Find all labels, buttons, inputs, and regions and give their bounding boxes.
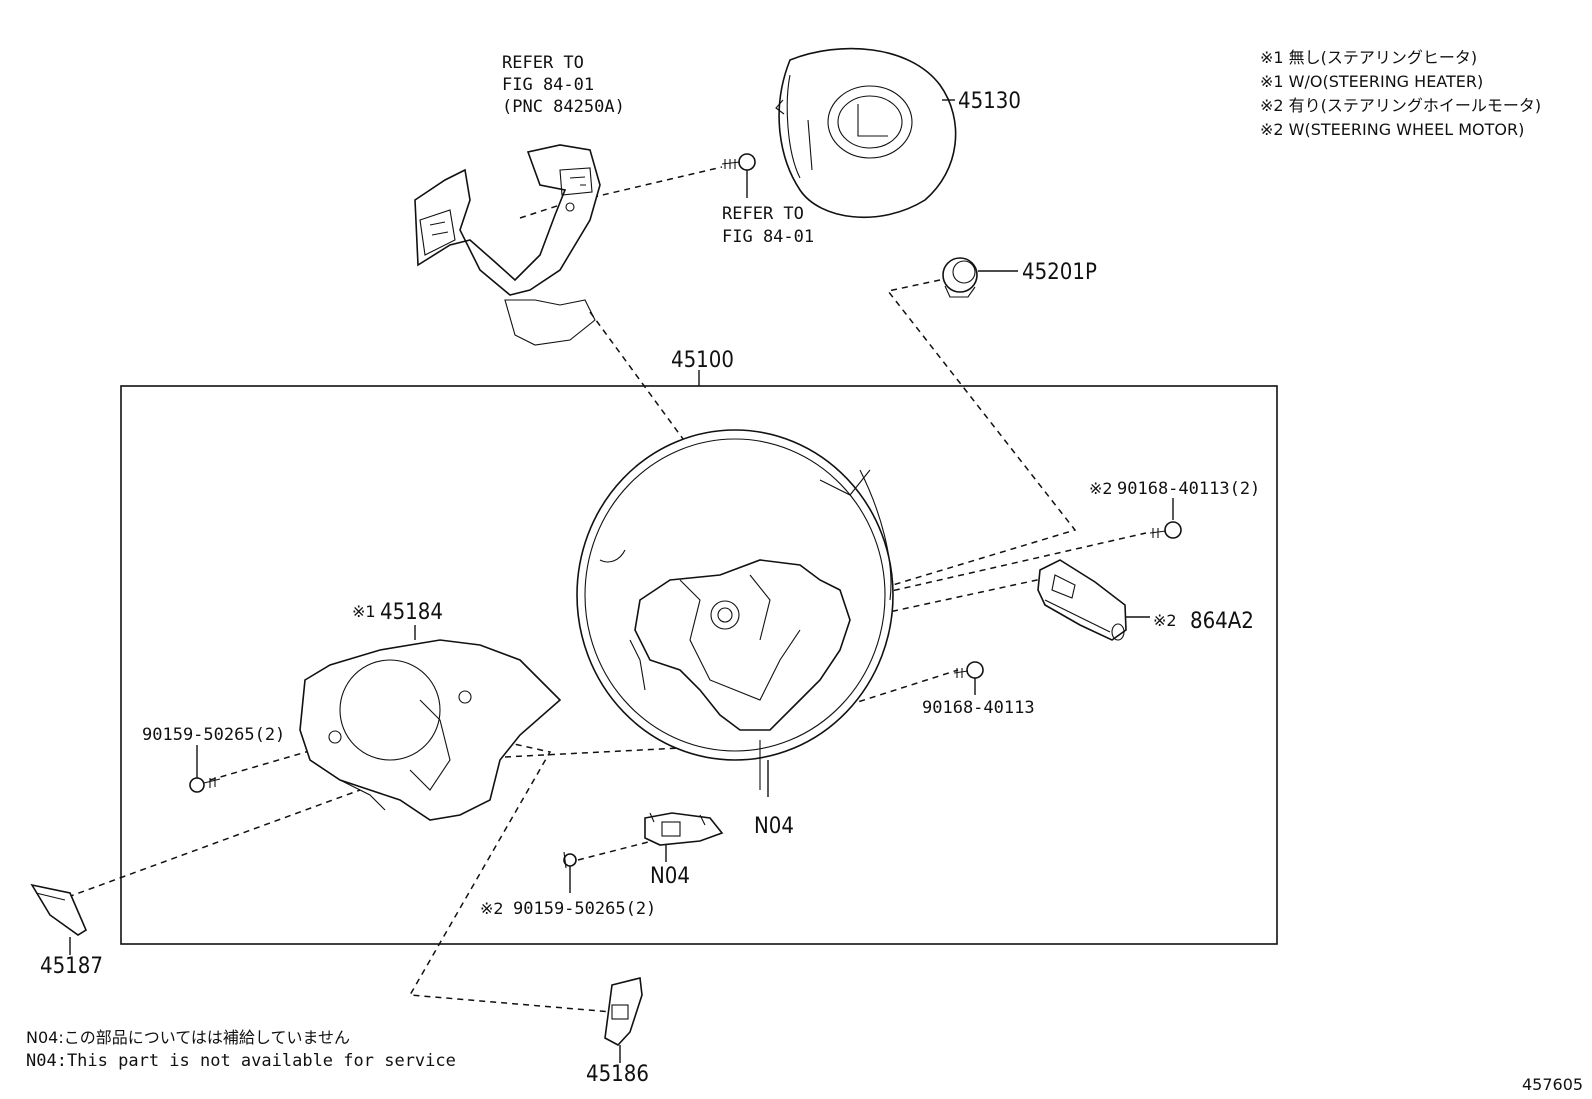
part-label-45130: 45130 xyxy=(958,89,1021,114)
connector-N04 xyxy=(644,812,724,846)
part-label-N04-connector: N04 xyxy=(650,864,690,889)
refer-switch-line-3: (PNC 84250A) xyxy=(502,97,625,117)
part-label-45187: 45187 xyxy=(40,954,103,979)
part-mark-864A2: ※2 xyxy=(1153,611,1177,630)
screw-90168 xyxy=(953,661,984,679)
refer-screw-line-1: REFER TO xyxy=(722,204,804,224)
note-en: N04:This part is not available for servi… xyxy=(26,1051,456,1071)
part-label-864A2: 864A2 xyxy=(1190,609,1254,634)
cover-45186 xyxy=(604,977,643,1046)
part-label-90159-2: 90159-50265(2) xyxy=(513,899,656,919)
part-label-45201P: 45201P xyxy=(1022,260,1097,285)
refer-screw-line-2: FIG 84-01 xyxy=(722,227,814,247)
part-mark-90168-2: ※2 xyxy=(1089,479,1113,498)
screw-90168-2 xyxy=(1149,521,1182,539)
part-label-45184: 45184 xyxy=(380,600,443,625)
part-label-90168: 90168-40113 xyxy=(922,698,1035,718)
screw-90159-bottom xyxy=(563,851,577,869)
part-label-45100: 45100 xyxy=(671,348,734,373)
part-label-45186: 45186 xyxy=(586,1062,649,1087)
rear-cover-45184 xyxy=(299,639,562,821)
screw-top xyxy=(721,153,756,198)
legend-line-3: ※2 有り(ステアリングホイールモータ) xyxy=(1260,96,1541,115)
part-mark-90159-2: ※2 xyxy=(480,899,504,918)
note-jp: N04:この部品についてはは補給していません xyxy=(26,1028,350,1047)
steering-wheel-N04 xyxy=(576,429,894,790)
motor-864A2 xyxy=(1037,559,1127,641)
part-label-90159: 90159-50265(2) xyxy=(142,725,285,745)
refer-switch-line-2: FIG 84-01 xyxy=(502,75,594,95)
airbag-pad-45130 xyxy=(775,47,957,218)
refer-switch-line-1: REFER TO xyxy=(502,53,584,73)
part-mark-45184: ※1 xyxy=(352,602,376,621)
switch-bezel-top xyxy=(414,144,601,346)
legend-line-1: ※1 無し(ステアリングヒータ) xyxy=(1260,48,1477,67)
clip-45201P xyxy=(942,257,978,298)
screw-90159-left xyxy=(189,777,221,793)
legend-line-4: ※2 W(STEERING WHEEL MOTOR) xyxy=(1260,120,1524,139)
part-label-N04-wheel: N04 xyxy=(754,814,794,839)
part-label-90168-2: 90168-40113(2) xyxy=(1117,479,1260,499)
cover-45187 xyxy=(30,883,88,936)
legend-line-2: ※1 W/O(STEERING HEATER) xyxy=(1260,72,1483,91)
diagram-id: 457605 xyxy=(1522,1075,1583,1094)
